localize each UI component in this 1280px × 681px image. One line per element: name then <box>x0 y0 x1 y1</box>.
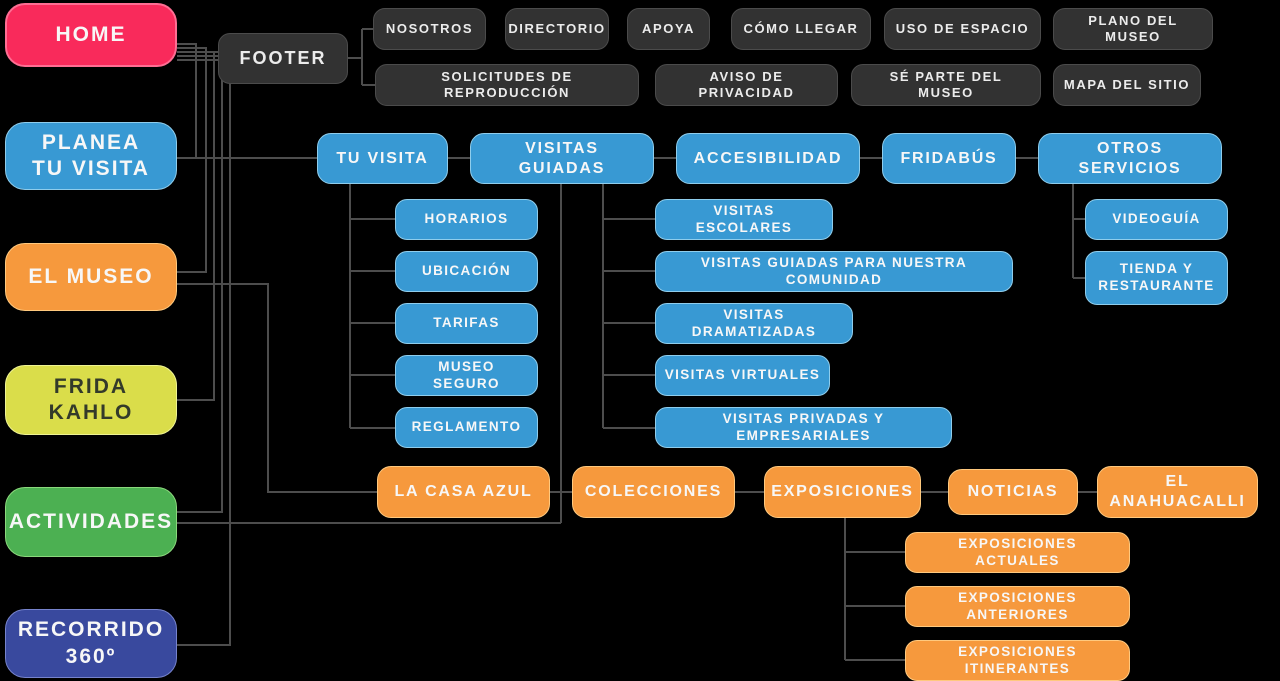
node-reglamento[interactable]: REGLAMENTO <box>395 407 538 448</box>
node-museo-seguro[interactable]: MUSEO SEGURO <box>395 355 538 396</box>
node-videoguia[interactable]: VIDEOGUÍA <box>1085 199 1228 240</box>
node-colecciones[interactable]: COLECCIONES <box>572 466 735 518</box>
node-nosotros[interactable]: NOSOTROS <box>373 8 486 50</box>
node-tu-visita[interactable]: TU VISITA <box>317 133 448 184</box>
node-solicitudes-reproduccion[interactable]: SOLICITUDES DE REPRODUCCIÓN <box>375 64 639 106</box>
node-mapa-del-sitio[interactable]: MAPA DEL SITIO <box>1053 64 1201 106</box>
node-home[interactable]: HOME <box>5 3 177 67</box>
node-el-museo[interactable]: EL MUSEO <box>5 243 177 311</box>
node-exposiciones[interactable]: EXPOSICIONES <box>764 466 921 518</box>
node-visitas-escolares[interactable]: VISITAS ESCOLARES <box>655 199 833 240</box>
node-la-casa-azul[interactable]: LA CASA AZUL <box>377 466 550 518</box>
node-actividades[interactable]: ACTIVIDADES <box>5 487 177 557</box>
node-uso-de-espacio[interactable]: USO DE ESPACIO <box>884 8 1041 50</box>
node-accesibilidad[interactable]: ACCESIBILIDAD <box>676 133 860 184</box>
node-visitas-virtuales[interactable]: VISITAS VIRTUALES <box>655 355 830 396</box>
node-visitas-dramatizadas[interactable]: VISITAS DRAMATIZADAS <box>655 303 853 344</box>
node-visitas-guiadas[interactable]: VISITAS GUIADAS <box>470 133 654 184</box>
node-exposiciones-anteriores[interactable]: EXPOSICIONES ANTERIORES <box>905 586 1130 627</box>
node-plano-del-museo[interactable]: PLANO DEL MUSEO <box>1053 8 1213 50</box>
node-el-anahuacalli[interactable]: EL ANAHUACALLI <box>1097 466 1258 518</box>
node-recorrido-360[interactable]: RECORRIDO 360º <box>5 609 177 678</box>
node-horarios[interactable]: HORARIOS <box>395 199 538 240</box>
node-exposiciones-actuales[interactable]: EXPOSICIONES ACTUALES <box>905 532 1130 573</box>
node-planea-tu-visita[interactable]: PLANEA TU VISITA <box>5 122 177 190</box>
node-se-parte-del-museo[interactable]: SÉ PARTE DEL MUSEO <box>851 64 1041 106</box>
node-footer[interactable]: FOOTER <box>218 33 348 84</box>
node-frida-kahlo[interactable]: FRIDA KAHLO <box>5 365 177 435</box>
node-apoya[interactable]: APOYA <box>627 8 710 50</box>
node-aviso-privacidad[interactable]: AVISO DE PRIVACIDAD <box>655 64 838 106</box>
node-visitas-comunidad[interactable]: VISITAS GUIADAS PARA NUESTRA COMUNIDAD <box>655 251 1013 292</box>
node-ubicacion[interactable]: UBICACIÓN <box>395 251 538 292</box>
node-exposiciones-itinerantes[interactable]: EXPOSICIONES ITINERANTES <box>905 640 1130 681</box>
node-noticias[interactable]: NOTICIAS <box>948 469 1078 515</box>
node-visitas-privadas[interactable]: VISITAS PRIVADAS Y EMPRESARIALES <box>655 407 952 448</box>
node-tarifas[interactable]: TARIFAS <box>395 303 538 344</box>
node-directorio[interactable]: DIRECTORIO <box>505 8 609 50</box>
node-tienda-restaurante[interactable]: TIENDA Y RESTAURANTE <box>1085 251 1228 305</box>
node-fridabus[interactable]: FRIDABÚS <box>882 133 1016 184</box>
node-como-llegar[interactable]: CÓMO LLEGAR <box>731 8 871 50</box>
node-otros-servicios[interactable]: OTROS SERVICIOS <box>1038 133 1222 184</box>
